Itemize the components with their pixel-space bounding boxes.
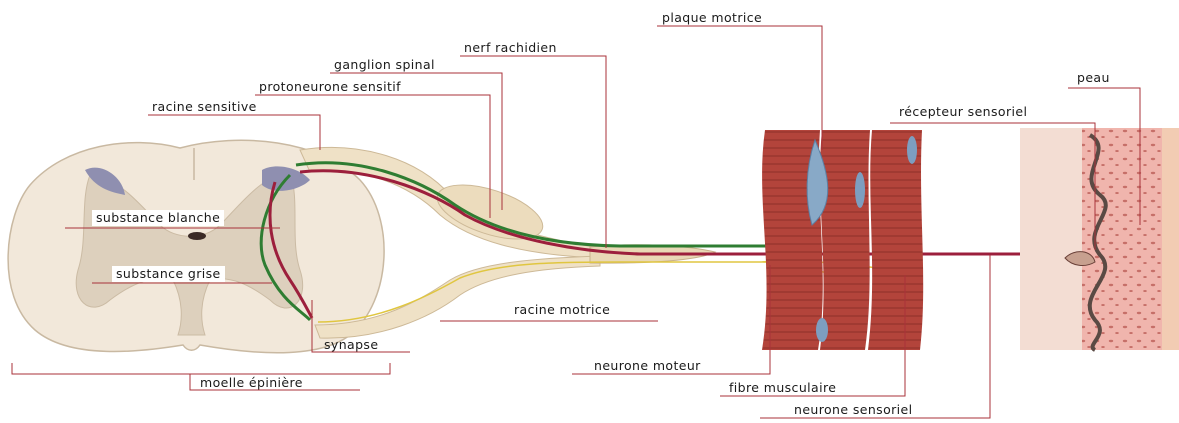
muscle-fiber-2 — [820, 130, 870, 350]
capillary-3 — [816, 318, 828, 342]
epidermis-layer — [1020, 128, 1082, 350]
label-ganglion-spinal: ganglion spinal — [330, 57, 439, 73]
label-peau: peau — [1073, 70, 1114, 86]
label-racine-motrice: racine motrice — [510, 302, 614, 318]
capillary-1 — [855, 172, 865, 208]
muscle-fiber-3 — [868, 130, 923, 350]
label-plaque-motrice: plaque motrice — [658, 10, 766, 26]
leader-moelle-epiniere — [12, 363, 390, 374]
neurons — [261, 163, 1095, 322]
label-substance-grise: substance grise — [112, 266, 225, 282]
muscle — [762, 130, 923, 350]
label-neurone-moteur: neurone moteur — [590, 358, 705, 374]
label-nerf-rachidien: nerf rachidien — [460, 40, 561, 56]
label-moelle-epiniere: moelle épinière — [196, 375, 307, 391]
label-synapse: synapse — [320, 337, 382, 353]
label-racine-sensitive: racine sensitive — [148, 99, 261, 115]
skin — [1020, 128, 1179, 350]
sensory-neuron-path — [270, 171, 1095, 318]
label-protoneurone-sensitif: protoneurone sensitif — [255, 79, 405, 95]
label-recepteur-sensoriel: récepteur sensoriel — [895, 104, 1031, 120]
label-neurone-sensoriel: neurone sensoriel — [790, 402, 917, 418]
skin-surface — [1162, 128, 1179, 350]
label-fibre-musculaire: fibre musculaire — [725, 380, 840, 396]
central-canal — [188, 232, 206, 240]
label-substance-blanche: substance blanche — [92, 210, 224, 226]
capillary-2 — [907, 136, 917, 164]
